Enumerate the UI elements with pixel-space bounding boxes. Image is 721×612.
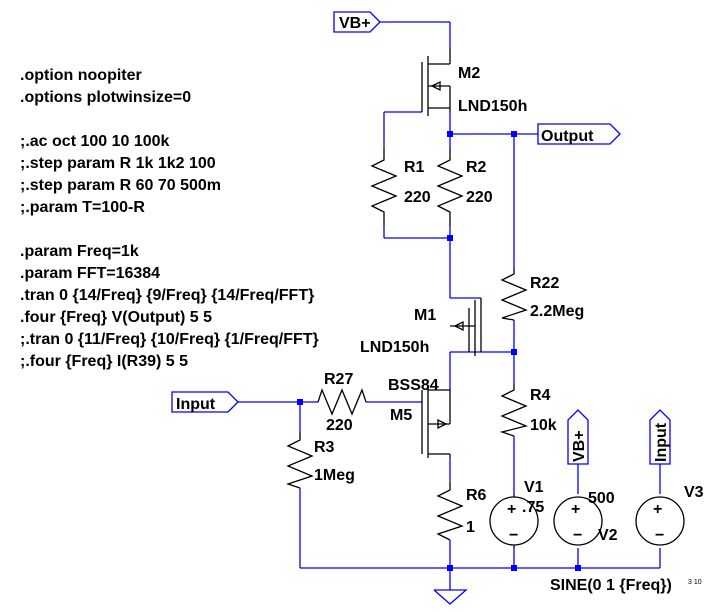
directive-line: .tran 0 {14/Freq} {9/Freq} {14/Freq/FFT} <box>20 287 314 304</box>
component-value: 220 <box>466 189 493 206</box>
component-value: 220 <box>404 189 431 206</box>
minus-sign: − <box>509 527 518 544</box>
resistor-r3[interactable]: R3 1Meg <box>285 432 355 489</box>
directive-line: ;.step param R 60 70 500m <box>20 177 221 194</box>
junction-dot <box>511 565 517 571</box>
component-name: R4 <box>530 387 551 404</box>
body-arrow <box>453 320 464 332</box>
port-input-v3[interactable]: Input <box>649 409 671 465</box>
directive-line: ;.four {Freq} I(R39) 5 5 <box>20 353 188 370</box>
voltage-source-v2[interactable]: + − 500 V2 <box>553 490 618 546</box>
voltage-source-v1[interactable]: + − V1 .75 <box>489 479 544 548</box>
stray-label: 3 10 <box>688 579 702 586</box>
component-value: .75 <box>522 499 544 516</box>
component-model: BSS84 <box>388 377 439 394</box>
junction-dot <box>447 235 453 241</box>
component-name: V1 <box>524 479 544 496</box>
directive-line: ;.ac oct 100 10 100k <box>20 133 170 150</box>
directive-line: .param Freq=1k <box>20 243 139 260</box>
resistor-r1[interactable]: R1 220 <box>370 148 431 226</box>
wires <box>238 21 661 590</box>
port-label: Input <box>653 422 670 462</box>
component-name: R2 <box>466 159 487 176</box>
resistor-r2[interactable]: R2 220 <box>436 148 493 226</box>
mosfet-m2[interactable]: M2 LND150h <box>421 48 527 116</box>
voltage-source-v3[interactable]: + − V3 SINE(0 1 {Freq}) 3 10 <box>550 484 704 594</box>
component-name: R6 <box>466 487 487 504</box>
resistor-r27[interactable]: R27 220 <box>317 371 367 434</box>
junction-dot <box>575 565 581 571</box>
component-name: R3 <box>314 439 335 456</box>
directive-line: ;.tran 0 {11/Freq} {10/Freq} {1/Freq/FFT… <box>20 331 319 348</box>
directive-line: .param FFT=16384 <box>20 265 160 282</box>
port-label: Output <box>541 128 594 145</box>
component-name: M2 <box>458 65 480 82</box>
component-name: M1 <box>414 307 436 324</box>
spice-directives: .option noopiter .options plotwinsize=0 … <box>20 67 319 370</box>
directive-line: .four {Freq} V(Output) 5 5 <box>20 309 212 326</box>
port-label: VB+ <box>571 430 588 462</box>
resistor-r22[interactable]: R22 2.2Meg <box>500 268 584 321</box>
directive-line: .options plotwinsize=0 <box>20 89 191 106</box>
junction-dot <box>447 131 453 137</box>
component-name: M5 <box>390 407 412 424</box>
component-name: R1 <box>404 159 425 176</box>
port-output[interactable]: Output <box>537 123 621 145</box>
minus-sign: − <box>655 527 664 544</box>
minus-sign: − <box>573 527 582 544</box>
junction-dot <box>511 131 517 137</box>
mosfet-m5[interactable]: BSS84 M5 <box>388 377 451 458</box>
plus-sign: + <box>571 501 580 518</box>
component-value: 500 <box>588 490 615 507</box>
port-label: Input <box>176 396 216 413</box>
component-name: R22 <box>530 275 559 292</box>
junction-dot <box>297 399 303 405</box>
component-name: V3 <box>684 484 704 501</box>
port-input-left[interactable]: Input <box>171 391 239 413</box>
body-arrow <box>430 80 441 92</box>
ground-symbol[interactable] <box>433 589 468 605</box>
junction-dot <box>511 349 517 355</box>
component-name: R27 <box>324 371 353 388</box>
plus-sign: + <box>653 501 662 518</box>
component-value: 1 <box>466 519 475 536</box>
port-vbplus-v2[interactable]: VB+ <box>567 409 589 465</box>
body-arrow <box>437 418 448 430</box>
plus-sign: + <box>507 501 516 518</box>
junction-dot <box>447 565 453 571</box>
component-value: 1Meg <box>314 467 355 484</box>
directive-line: .option noopiter <box>20 67 142 84</box>
component-value: 220 <box>326 417 353 434</box>
port-vbplus-top[interactable]: VB+ <box>333 11 381 33</box>
port-label: VB+ <box>339 15 371 32</box>
junctions <box>297 131 581 571</box>
component-value: 2.2Meg <box>530 303 584 320</box>
mosfet-m1[interactable]: M1 LND150h <box>360 298 482 356</box>
directive-line: ;.step param R 1k 1k2 100 <box>20 155 216 172</box>
directive-line: ;.param T=100-R <box>20 199 145 216</box>
component-model: LND150h <box>360 339 429 356</box>
component-value: SINE(0 1 {Freq}) <box>550 577 672 594</box>
resistor-r6[interactable]: R6 1 <box>436 482 487 541</box>
component-model: LND150h <box>458 98 527 115</box>
resistor-r4[interactable]: R4 10k <box>499 384 557 437</box>
component-name: V2 <box>598 527 618 544</box>
component-value: 10k <box>530 417 557 434</box>
